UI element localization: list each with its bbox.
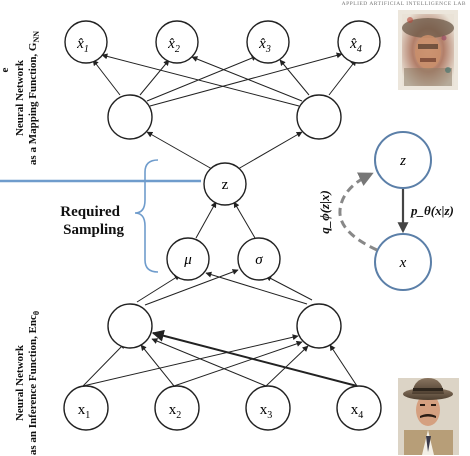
edge: [328, 59, 357, 96]
svg-text:μ: μ: [183, 252, 192, 268]
encoder-hidden-node-1: [107, 303, 153, 349]
edge: [265, 345, 309, 387]
encoder-label-line1: Neural Network: [14, 344, 26, 421]
encoder-label-line2: as an Inference Function, Encθ: [27, 311, 41, 455]
network-edges: [82, 52, 358, 387]
model-node-x: [374, 233, 432, 291]
edge: [146, 55, 258, 102]
svg-text:x3: x3: [260, 402, 273, 421]
svg-text:x̂2: x̂2: [167, 36, 180, 55]
edge: [101, 53, 300, 107]
edge: [149, 52, 343, 107]
model-node-z: [374, 131, 432, 189]
edge: [136, 274, 181, 303]
output-node-3: x̂3: [246, 20, 290, 64]
input-node-3: x3: [245, 385, 291, 431]
svg-text:σ: σ: [255, 252, 263, 268]
edge: [191, 56, 303, 102]
latent-node-z: z: [203, 162, 247, 206]
input-node-2: x2: [154, 385, 200, 431]
output-node-1: x̂1: [64, 20, 108, 64]
input-node-4: x4: [336, 385, 382, 431]
svg-text:x̂3: x̂3: [258, 36, 271, 55]
edge: [92, 59, 121, 96]
edge: [82, 334, 299, 387]
edge: [233, 201, 256, 239]
reconstructed-photo: [398, 10, 458, 90]
edge: [82, 342, 126, 387]
graphical-model: z x q_ϕ(z|x) p_θ(x|z): [317, 131, 454, 291]
svg-text:x̂4: x̂4: [349, 36, 362, 55]
model-z-label: z: [399, 153, 406, 169]
sampling-bracket: [134, 159, 159, 273]
edge: [195, 201, 217, 239]
output-node-2: x̂2: [155, 20, 199, 64]
output-node-4: x̂4: [337, 20, 381, 64]
inference-arrow: [338, 172, 378, 252]
svg-text:x̂1: x̂1: [76, 36, 89, 55]
edge: [329, 344, 358, 387]
decoder-hidden-node-1: [107, 94, 153, 140]
sampling-label-line2: Sampling: [63, 222, 124, 238]
svg-text:x2: x2: [169, 402, 182, 421]
encoder-side-label: Neural Network as an Inference Function,…: [14, 311, 41, 455]
sampling-label-line1: Required: [60, 204, 120, 220]
edge: [279, 59, 310, 96]
decoder-label-line1: Neural Network: [14, 59, 26, 136]
edge: [139, 59, 170, 96]
edge: [237, 131, 303, 170]
edge: [205, 271, 308, 305]
mu-node: μ: [166, 237, 210, 281]
q-label: q_ϕ(z|x): [317, 190, 332, 234]
input-photo: [398, 378, 459, 455]
svg-text:x1: x1: [78, 402, 91, 421]
edge: [146, 131, 213, 170]
decoder-label-line2: as a Mapping Function, GNN: [27, 31, 41, 165]
svg-text:z: z: [222, 177, 229, 193]
p-label: p_θ(x|z): [410, 203, 454, 218]
sigma-node: σ: [237, 237, 281, 281]
decoder-side-label: Neural Network as a Mapping Function, GN…: [14, 31, 41, 165]
edge: [144, 269, 239, 306]
edge: [151, 338, 267, 387]
decoder-hidden-node-2: [296, 94, 342, 140]
header-corner-text: APPLIED ARTIFICIAL INTELLIGENCE LAB: [342, 1, 466, 7]
model-x-label: x: [399, 255, 407, 271]
edge: [151, 329, 358, 387]
input-node-1: x1: [63, 385, 109, 431]
svg-text:x4: x4: [351, 402, 364, 421]
encoder-hidden-node-2: [296, 303, 342, 349]
edge: [173, 340, 303, 387]
edge: [265, 275, 313, 301]
side-label-cut-letter: e: [0, 67, 11, 72]
edge: [140, 344, 175, 387]
